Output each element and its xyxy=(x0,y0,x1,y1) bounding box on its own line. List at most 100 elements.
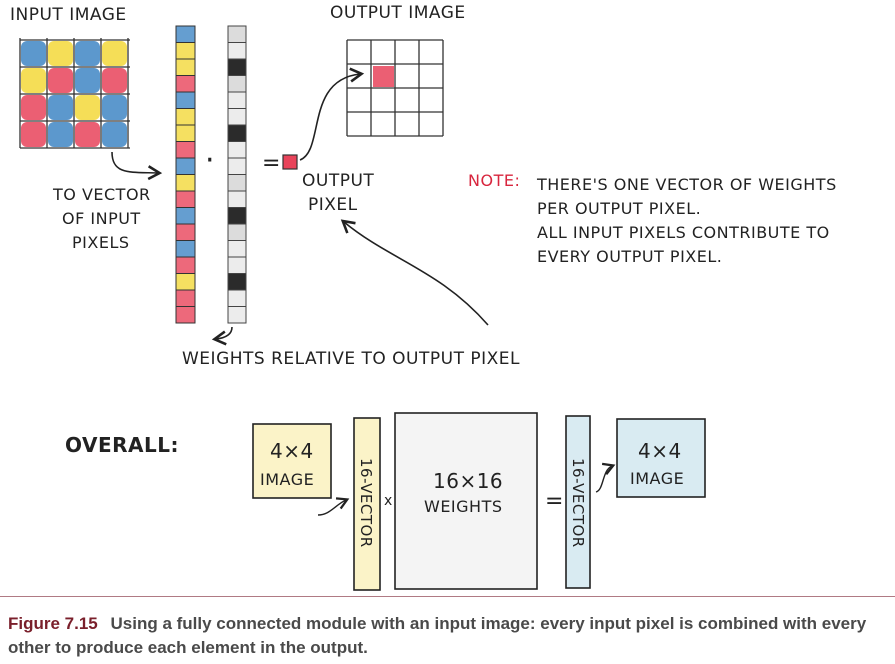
input-pixel xyxy=(75,41,100,66)
vector-cell xyxy=(175,273,196,291)
vector-cell xyxy=(175,223,196,241)
input-pixel xyxy=(48,95,73,120)
overall-input-vector-label: 16-VECTOR xyxy=(357,458,375,548)
overall-output-vector xyxy=(565,415,591,589)
to-vector-arrow xyxy=(111,151,163,181)
weight-cell xyxy=(227,42,247,60)
to-vector-label-line-1: TO VECTOR xyxy=(52,185,151,204)
figure-caption-label: Figure 7.15 xyxy=(8,614,98,633)
note-label: NOTE: xyxy=(468,171,520,190)
figure-caption: Figure 7.15 Using a fully connected modu… xyxy=(8,612,888,660)
vector-cell xyxy=(175,157,196,175)
overall-input-box-line-2: IMAGE xyxy=(260,470,314,489)
weight-cell xyxy=(227,174,247,192)
note-line-1: THERE'S ONE VECTOR OF WEIGHTS xyxy=(536,175,837,194)
weights-label: WEIGHTS RELATIVE TO OUTPUT PIXEL xyxy=(182,349,520,369)
vector-cell xyxy=(175,207,196,225)
overall-input-arrow xyxy=(317,497,350,516)
overall-output-box-line-2: IMAGE xyxy=(630,469,684,488)
weight-cell xyxy=(227,223,247,241)
weight-cell xyxy=(227,124,247,142)
figure-diagram: INPUT IMAGE OUTPUT IMAGE · = OUTPUT PIXE… xyxy=(10,3,837,591)
vector-cell xyxy=(175,289,196,307)
vector-cell xyxy=(175,124,196,142)
vector-cell xyxy=(175,75,196,93)
weight-cell xyxy=(227,289,247,307)
input-pixel xyxy=(21,95,46,120)
note-line-3: ALL INPUT PIXELS CONTRIBUTE TO xyxy=(537,223,830,242)
overall-label: OVERALL: xyxy=(65,433,179,457)
output-pixel-square xyxy=(282,154,298,170)
note-line-2: PER OUTPUT PIXEL. xyxy=(537,199,701,218)
input-pixel xyxy=(21,122,46,147)
equals-symbol: = xyxy=(262,151,281,176)
input-image-label: INPUT IMAGE xyxy=(10,5,127,25)
input-pixel-vector xyxy=(175,25,196,324)
output-pixel-label-line-1: OUTPUT xyxy=(302,171,374,191)
vector-cell xyxy=(175,91,196,109)
input-pixel xyxy=(48,68,73,93)
overall-output-box-line-1: 4×4 xyxy=(638,439,682,463)
vector-cell xyxy=(175,256,196,274)
overall-weights-line-2: WEIGHTS xyxy=(424,497,503,516)
overall-input-box-line-1: 4×4 xyxy=(270,439,314,463)
output-image-label: OUTPUT IMAGE xyxy=(330,3,466,23)
vector-cell xyxy=(175,190,196,208)
to-vector-label-line-3: PIXELS xyxy=(72,233,130,252)
weight-cell xyxy=(227,306,247,324)
output-pixel-highlight xyxy=(373,66,394,87)
vector-cell xyxy=(175,306,196,324)
weight-cell xyxy=(227,157,247,175)
weight-cell xyxy=(227,141,247,159)
input-pixel xyxy=(102,95,127,120)
output-pixel-label-line-2: PIXEL xyxy=(308,195,358,215)
weight-cell xyxy=(227,256,247,274)
note-arrow xyxy=(340,219,489,326)
input-pixel xyxy=(75,68,100,93)
input-pixel xyxy=(102,68,127,93)
weight-cell xyxy=(227,108,247,126)
input-pixel xyxy=(48,41,73,66)
weight-cell xyxy=(227,240,247,258)
weight-cell xyxy=(227,91,247,109)
note-line-4: EVERY OUTPUT PIXEL. xyxy=(537,247,722,266)
overall-input-vector xyxy=(353,417,381,591)
weight-cell xyxy=(227,75,247,93)
weight-cell xyxy=(227,25,247,43)
to-vector-label-line-2: OF INPUT xyxy=(62,209,141,228)
vector-cell xyxy=(175,240,196,258)
input-pixel xyxy=(21,68,46,93)
vector-cell xyxy=(175,58,196,76)
overall-output-box xyxy=(616,418,706,498)
vector-cell xyxy=(175,25,196,43)
input-pixel xyxy=(102,41,127,66)
overall-output-arrow xyxy=(595,462,616,493)
vector-cell xyxy=(175,108,196,126)
figure-caption-text: Using a fully connected module with an i… xyxy=(8,614,867,657)
overall-equals-symbol: = xyxy=(545,489,564,514)
weights-arrow xyxy=(211,326,233,346)
weights-vector xyxy=(227,25,247,324)
weight-cell xyxy=(227,273,247,291)
output-image-grid xyxy=(346,39,444,137)
vector-cell xyxy=(175,174,196,192)
weight-cell xyxy=(227,207,247,225)
overall-weights-line-1: 16×16 xyxy=(433,469,503,493)
overall-input-box xyxy=(252,423,332,499)
input-pixel xyxy=(75,122,100,147)
input-pixel xyxy=(48,122,73,147)
weight-cell xyxy=(227,190,247,208)
weight-cell xyxy=(227,58,247,76)
vector-cell xyxy=(175,42,196,60)
dot-product-symbol: · xyxy=(205,143,215,178)
overall-output-vector-label: 16-VECTOR xyxy=(569,458,587,548)
input-pixel xyxy=(102,122,127,147)
input-image-grid xyxy=(19,38,130,149)
output-pixel-arrow xyxy=(299,67,365,161)
input-pixel xyxy=(75,95,100,120)
vector-cell xyxy=(175,141,196,159)
times-symbol: x xyxy=(384,493,393,509)
caption-rule xyxy=(0,596,895,597)
overall-weights-box xyxy=(394,412,538,590)
input-pixel xyxy=(21,41,46,66)
